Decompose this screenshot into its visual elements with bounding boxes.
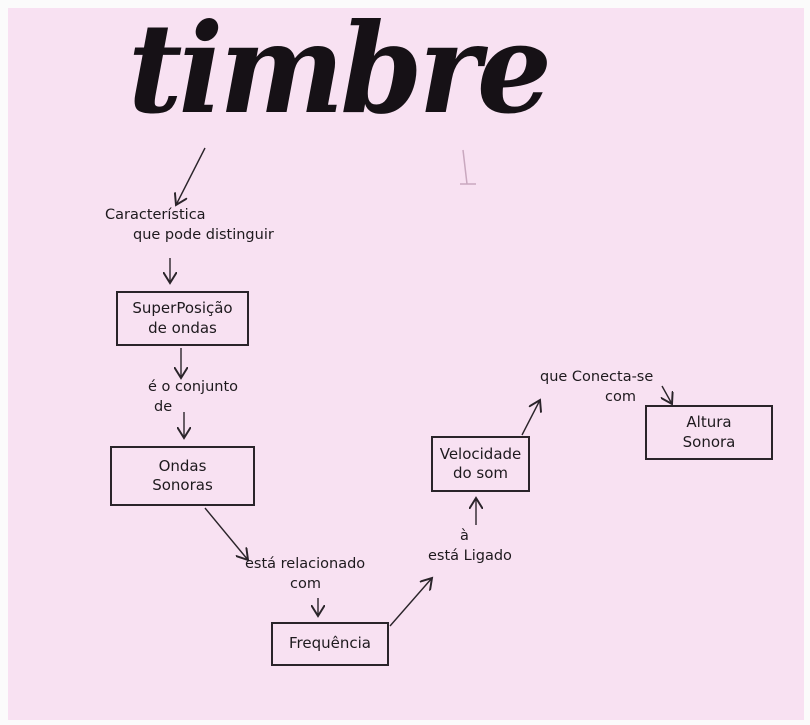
conecta-line2: com — [605, 388, 636, 405]
ligado-line2: está Ligado — [428, 547, 512, 564]
title-tail-stroke — [460, 149, 476, 185]
superposicao-box: SuperPosição de ondas — [116, 291, 249, 346]
ondas-line1: Ondas — [158, 456, 207, 475]
velocidade-line1: Velocidade — [439, 444, 522, 463]
ligado-line1: à — [460, 528, 469, 544]
superposicao-line2: de ondas — [148, 318, 217, 337]
caracteristica-line1: Característica — [105, 207, 206, 223]
arrow-velocidade-to-conecta — [521, 400, 540, 436]
arrow-frequencia-to-ligado — [389, 578, 432, 627]
ondas-box: Ondas Sonoras — [110, 446, 255, 506]
paper-sheet — [8, 8, 804, 720]
conjunto-label: é o conjunto de — [148, 378, 238, 417]
frequencia-label: Frequência — [289, 634, 371, 653]
conjunto-line2: de — [154, 398, 173, 415]
conecta-label: que Conecta-se com — [540, 368, 653, 407]
ligado-label: à está Ligado — [428, 527, 512, 566]
altura-line2: Sonora — [682, 432, 736, 451]
ondas-line2: Sonoras — [152, 476, 213, 494]
arrow-ondas-to-relacionado — [204, 507, 248, 560]
relacionado-line2: com — [290, 575, 321, 592]
arrow-conecta-to-altura — [662, 385, 672, 404]
caracteristica-line2: que pode distinguir — [133, 226, 274, 243]
relacionado-line1: está relacionado — [245, 556, 366, 572]
superposicao-line1: SuperPosição — [132, 299, 233, 317]
conecta-line1: que Conecta-se — [540, 369, 654, 385]
frequencia-box: Frequência — [271, 622, 389, 666]
conjunto-line1: é o conjunto — [148, 379, 239, 395]
relacionado-label: está relacionado com — [245, 555, 365, 594]
caracteristica-label: Característica que pode distinguir — [105, 206, 274, 245]
altura-box: Altura Sonora — [645, 405, 773, 460]
velocidade-box: Velocidade do som — [431, 436, 530, 492]
altura-line1: Altura — [686, 413, 732, 431]
page-title: timbre — [128, 0, 552, 142]
arrow-title-to-caracteristica — [176, 147, 206, 205]
velocidade-line2: do som — [452, 464, 509, 482]
